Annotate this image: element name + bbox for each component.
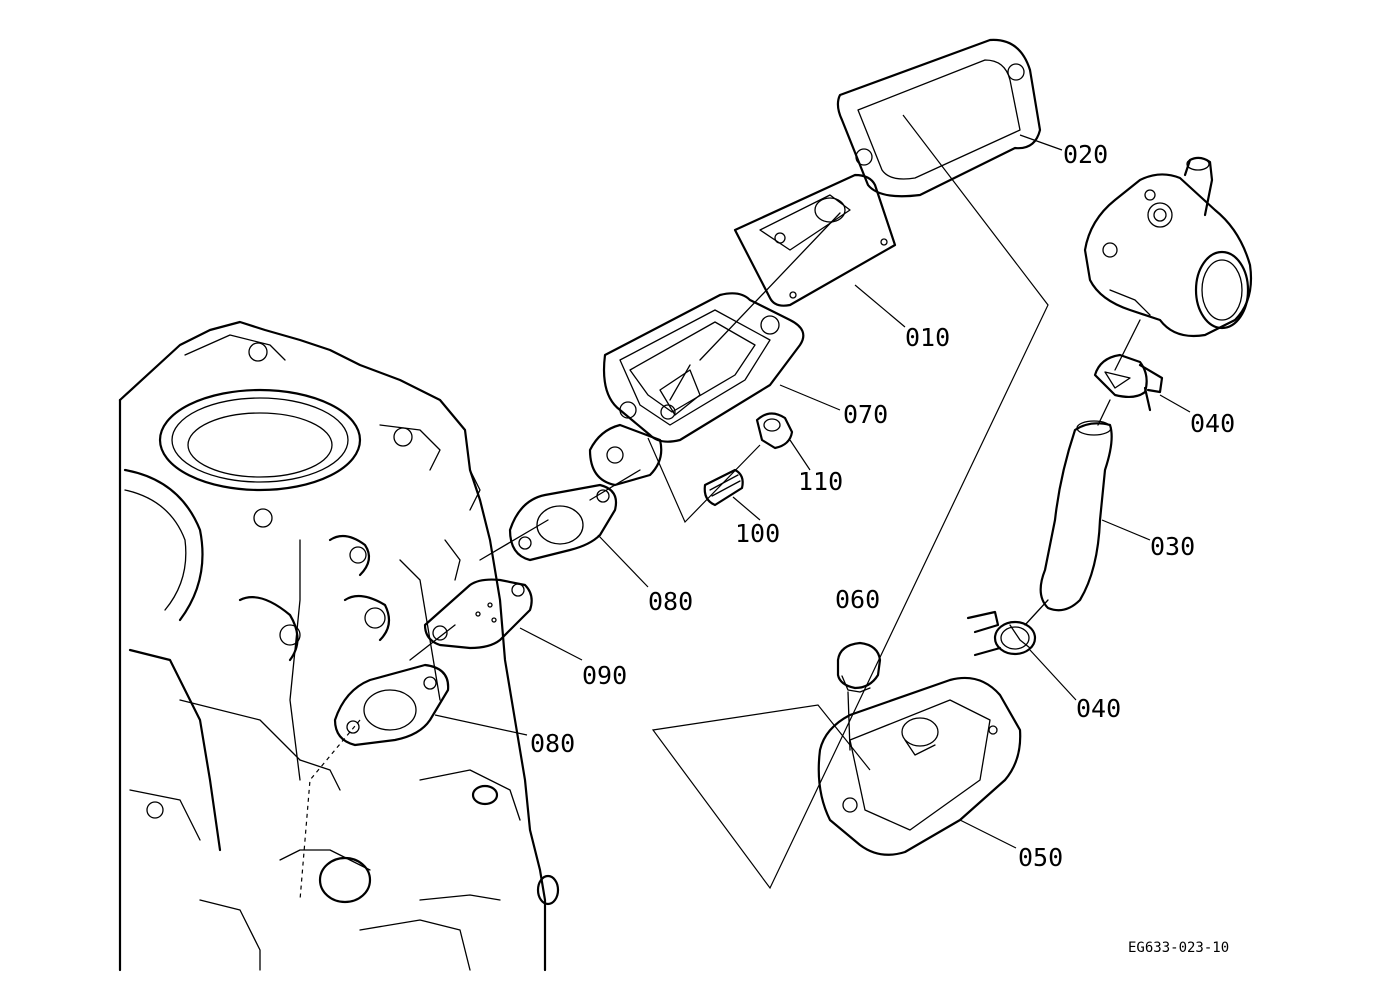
label-060: 060 bbox=[835, 585, 880, 614]
label-080-upper: 080 bbox=[648, 587, 693, 616]
label-080-lower: 080 bbox=[530, 729, 575, 758]
assembly-lines bbox=[299, 114, 1141, 901]
label-040-upper: 040 bbox=[1190, 409, 1235, 438]
label-100: 100 bbox=[735, 519, 780, 548]
part-080-gasket-lower bbox=[333, 663, 450, 747]
engine-block bbox=[118, 320, 560, 972]
part-040-clamp-upper bbox=[1093, 353, 1164, 412]
part-020-gasket bbox=[836, 38, 1042, 198]
label-030: 030 bbox=[1150, 532, 1195, 561]
part-040-clamp-lower bbox=[966, 610, 1037, 657]
figure-code: EG633-023-10 bbox=[1128, 940, 1229, 956]
label-010: 010 bbox=[905, 323, 950, 352]
part-010-plate bbox=[733, 173, 897, 307]
label-020: 020 bbox=[1063, 140, 1108, 169]
part-labels: 020 010 070 110 100 080 090 080 060 050 … bbox=[530, 140, 1235, 956]
part-110-nut bbox=[755, 412, 794, 450]
part-090-plate bbox=[423, 578, 533, 650]
label-050: 050 bbox=[1018, 843, 1063, 872]
part-030-hose bbox=[1039, 420, 1113, 612]
part-070-cover bbox=[588, 292, 805, 487]
part-050-cover bbox=[817, 676, 1022, 856]
part-080-gasket-upper bbox=[508, 483, 618, 562]
thermostat-housing bbox=[1083, 156, 1253, 338]
leader-lines bbox=[434, 134, 1191, 849]
label-040-lower: 040 bbox=[1076, 694, 1121, 723]
label-070: 070 bbox=[843, 400, 888, 429]
part-060-cap bbox=[836, 641, 882, 693]
label-090: 090 bbox=[582, 661, 627, 690]
label-110: 110 bbox=[798, 467, 843, 496]
